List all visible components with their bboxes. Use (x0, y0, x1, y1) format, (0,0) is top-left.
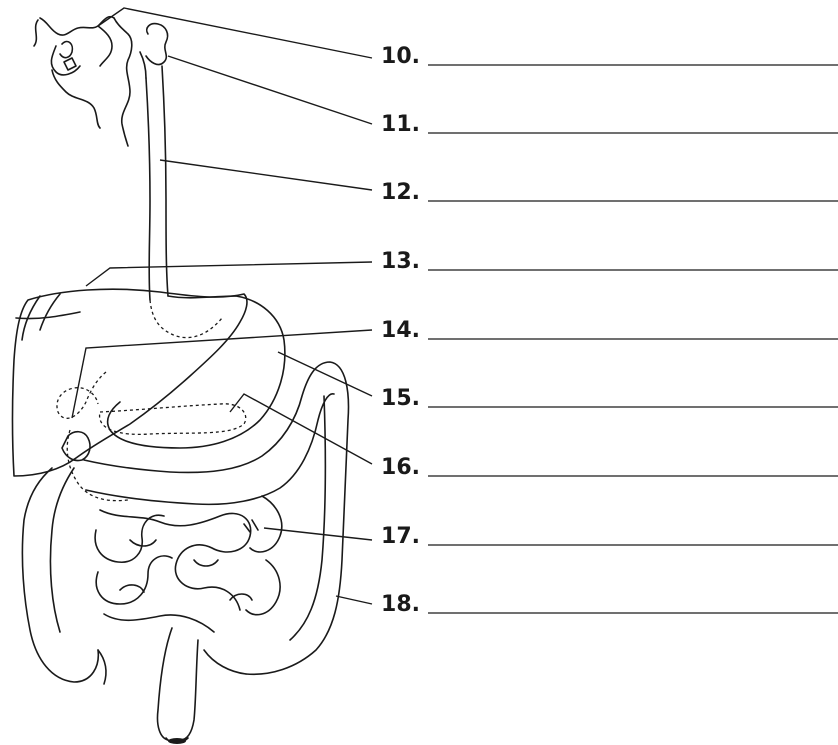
rectum (157, 628, 198, 744)
head-profile (34, 17, 168, 146)
label-number-12: 12. (360, 182, 420, 204)
esophagus (146, 66, 168, 300)
label-number-15: 15. (360, 388, 420, 410)
label-number-16: 16. (360, 457, 420, 479)
large-intestine (22, 362, 348, 684)
label-number-10: 10. (360, 46, 420, 68)
label-number-17: 17. (360, 526, 420, 548)
label-number-18: 18. (360, 594, 420, 616)
liver (13, 289, 247, 476)
label-number-13: 13. (360, 251, 420, 273)
small-intestine (95, 496, 282, 632)
answer-lines (428, 65, 838, 613)
label-number-11: 11. (360, 114, 420, 136)
label-number-14: 14. (360, 320, 420, 342)
